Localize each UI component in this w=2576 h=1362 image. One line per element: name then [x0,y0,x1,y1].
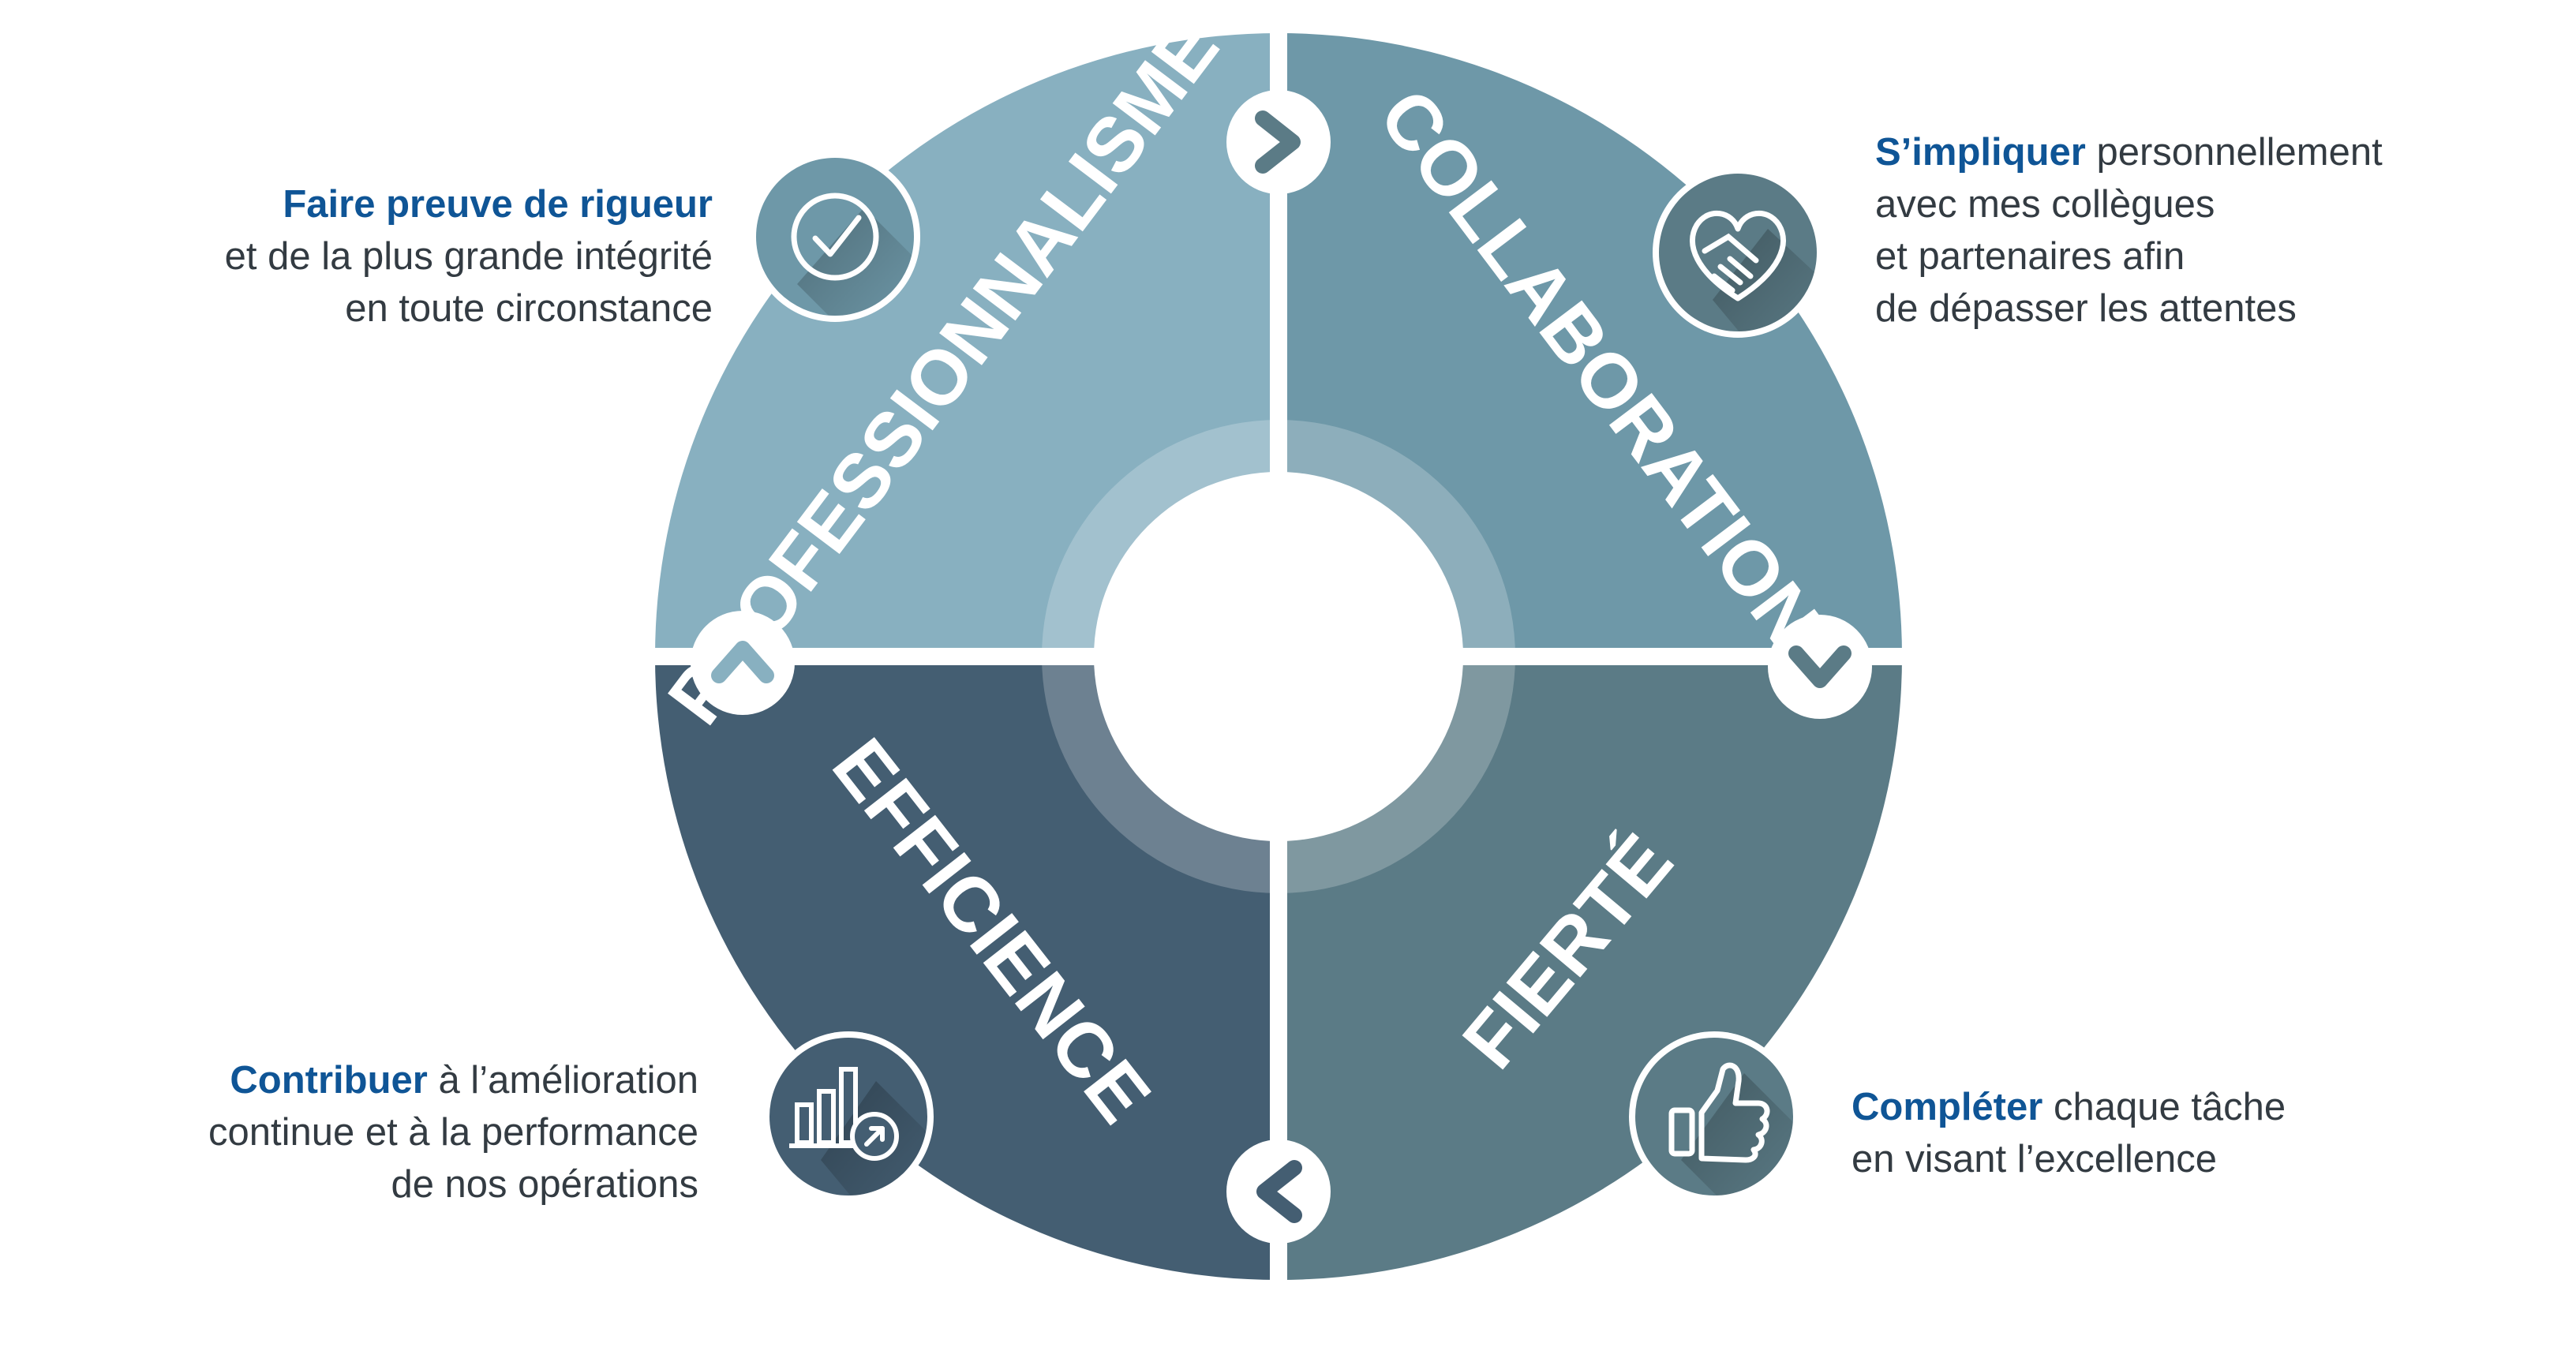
highlight-text: Faire preuve de rigueur [283,183,713,226]
description-line: Contribuer à l’amélioration [4,1054,698,1106]
segment-fierte [1279,657,1902,1280]
description-line: en toute circonstance [345,287,713,330]
chevron-left-icon [1226,1139,1331,1244]
description-line: Compléter chaque tâche [1852,1081,2546,1133]
divider-horizontal [647,648,1910,665]
description-line: de nos opérations [391,1163,698,1206]
segment-efficience [655,657,1279,1280]
handshake-heart-icon [1653,167,1823,338]
description-line: en visant l’excellence [1852,1138,2218,1181]
highlight-text: Contribuer [230,1059,428,1102]
description-line: et partenaires afin [1875,235,2185,278]
chevron-right-icon [1226,90,1331,194]
description-line: de dépasser les attentes [1875,287,2297,330]
description-fierte: Compléter chaque tâche en visant l’excel… [1852,1081,2546,1185]
description-text: à l’amélioration [427,1059,698,1102]
description-line: S’impliquer personnellement [1875,126,2570,178]
description-text: personnellement [2085,131,2383,174]
highlight-text: S’impliquer [1875,131,2086,174]
checkmark-circle-icon [750,152,920,322]
thumbs-up-icon [1629,1031,1799,1202]
description-text: chaque tâche [2042,1086,2286,1128]
bar-chart-growth-icon [763,1031,934,1202]
description-collaboration: S’impliquer personnellement avec mes col… [1875,126,2570,335]
chevron-up-icon [691,611,795,715]
description-line: continue et à la performance [208,1111,698,1154]
segment-collaboration [1279,33,1902,657]
description-line: et de la plus grande intégrité [224,235,713,278]
segment-professionnalisme [655,33,1279,657]
highlight-text: Compléter [1852,1086,2043,1128]
description-professionnalisme: Faire preuve de rigueur et de la plus gr… [2,178,713,335]
description-efficience: Contribuer à l’amélioration continue et … [4,1054,698,1210]
description-line: Faire preuve de rigueur [2,178,713,230]
chevron-down-icon [1768,615,1872,719]
description-line: avec mes collègues [1875,183,2215,226]
